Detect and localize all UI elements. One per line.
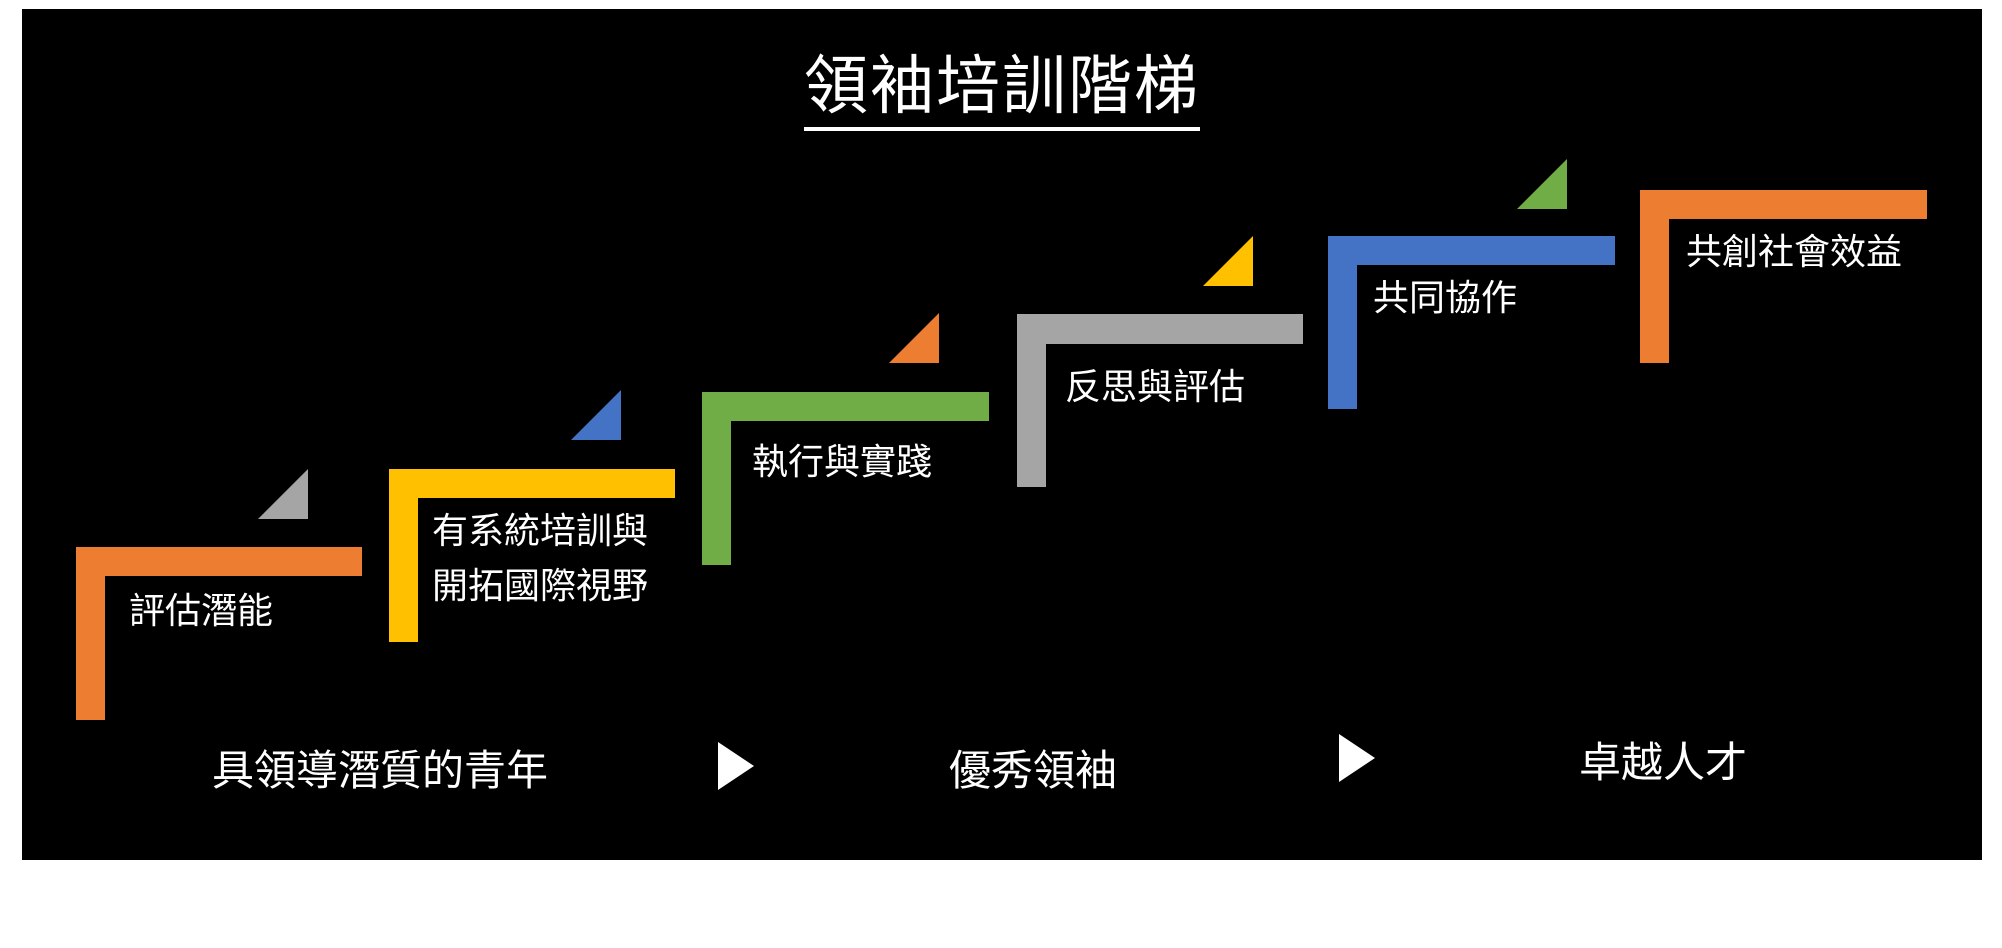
step-1-left-bar [76, 547, 105, 720]
step-5-top-bar [1328, 236, 1615, 265]
step-2-top-bar [389, 469, 675, 498]
diagram-canvas: 領袖培訓階梯 評估潛能 有系統培訓與 開拓國際視野 執行與實踐 反思與評估 共同… [22, 9, 1982, 860]
diagram-title: 領袖培訓階梯 [22, 50, 1982, 131]
step-1-top-bar [76, 547, 362, 576]
play-triangle-icon [718, 742, 754, 790]
step-4-arrow-triangle [1203, 236, 1253, 286]
stage-label-youth: 具領導潛質的青年 [212, 746, 549, 795]
step-5-arrow-triangle [1517, 159, 1567, 209]
step-4-left-bar [1017, 314, 1046, 487]
play-triangle-icon [1339, 734, 1375, 782]
step-4-top-bar [1017, 314, 1303, 344]
step-3-arrow-triangle [889, 313, 939, 363]
step-6-top-bar [1640, 190, 1927, 219]
title-text: 領袖培訓階梯 [804, 50, 1200, 131]
step-6-label: 共創社會效益 [1686, 232, 1903, 273]
step-3-top-bar [702, 392, 989, 421]
step-1-arrow-triangle [258, 469, 308, 519]
step-2-arrow-triangle [571, 390, 621, 440]
step-2-label: 有系統培訓與 開拓國際視野 [432, 504, 648, 614]
stage-label-leader: 優秀領袖 [949, 746, 1118, 795]
step-6-left-bar [1640, 190, 1669, 363]
step-2-left-bar [389, 469, 418, 642]
step-1-label: 評估潛能 [129, 591, 274, 632]
step-2-label-line-2: 開拓國際視野 [432, 566, 649, 607]
step-3-label: 執行與實踐 [752, 442, 933, 483]
step-5-label: 共同協作 [1373, 278, 1518, 319]
step-4-label: 反思與評估 [1065, 367, 1246, 408]
step-5-left-bar [1328, 236, 1357, 409]
stage-label-talent: 卓越人才 [1579, 738, 1748, 787]
step-2-label-line-1: 有系統培訓與 [432, 511, 649, 552]
step-3-left-bar [702, 392, 731, 565]
